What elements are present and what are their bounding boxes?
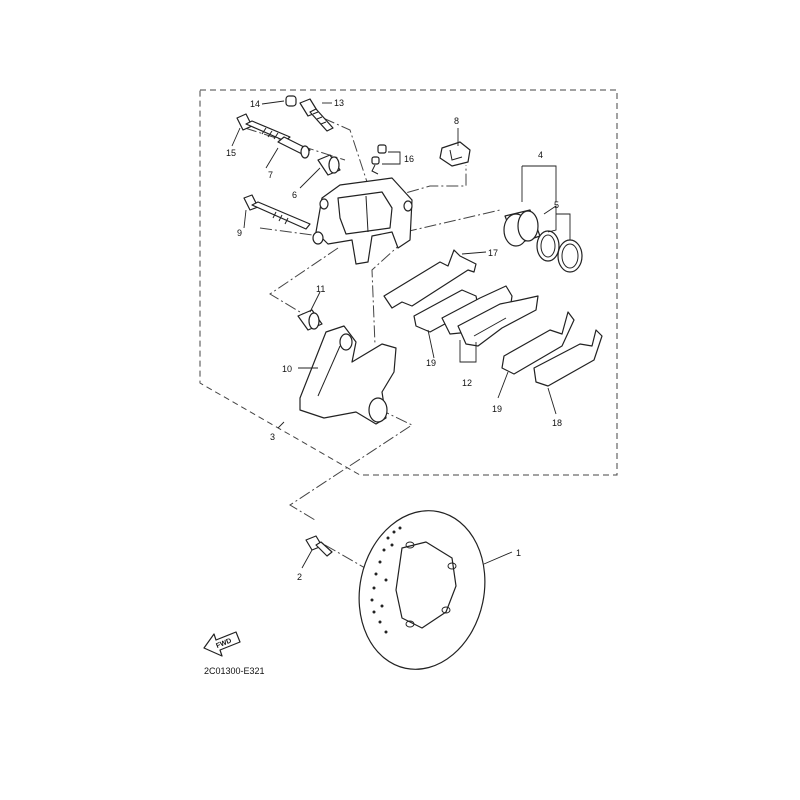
part-10-caliper-bracket	[299, 325, 397, 425]
callout-19-left: 19	[426, 358, 436, 368]
callout-13: 13	[334, 98, 344, 108]
disc-vent-holes	[370, 526, 402, 634]
part-15-bolt	[236, 113, 291, 142]
part-16-bleed-valve	[371, 144, 387, 175]
part-2-bolt	[305, 535, 333, 557]
part-1-brake-disc	[358, 510, 486, 670]
callout-1: 1	[516, 548, 521, 558]
part-19-pad-right	[501, 311, 575, 375]
callout-2: 2	[297, 572, 302, 582]
part-14-cap	[285, 95, 297, 107]
part-12-pad-set	[441, 285, 539, 347]
part-11-sleeve	[297, 309, 323, 331]
callout-18: 18	[552, 418, 562, 428]
callout-11: 11	[316, 284, 325, 294]
part-5-seals	[536, 230, 583, 273]
caliper-assembly-boundary	[199, 89, 618, 476]
part-7-slide-pin	[277, 136, 311, 159]
callout-5: 5	[554, 200, 559, 210]
callout-6: 6	[292, 190, 297, 200]
callout-16: 16	[404, 154, 414, 164]
diagram-code: 2C01300-E321	[204, 666, 265, 676]
callout-7: 7	[268, 170, 273, 180]
callout-14: 14	[250, 99, 260, 109]
callout-17: 17	[488, 248, 498, 258]
callout-12: 12	[462, 378, 472, 388]
callout-8: 8	[454, 116, 459, 126]
leader-lines	[231, 100, 571, 569]
part-9-bolt	[243, 194, 311, 230]
callout-3: 3	[270, 432, 275, 442]
callout-4: 4	[538, 150, 543, 160]
alignment-lines	[244, 109, 501, 573]
part-4-piston	[503, 209, 541, 247]
callout-19-right: 19	[492, 404, 502, 414]
part-18-shim	[533, 329, 603, 387]
callout-9: 9	[237, 228, 242, 238]
caliper-body	[312, 177, 413, 265]
part-6-boot	[317, 154, 341, 176]
part-8-pad-spring	[439, 141, 471, 167]
callout-15: 15	[226, 148, 236, 158]
part-17-shim	[383, 249, 477, 309]
part-13-bleed-screw	[299, 98, 334, 132]
fwd-arrow-icon: FWD	[203, 631, 241, 657]
callout-10: 10	[282, 364, 292, 374]
callout-labels: 1 2 3 4 5 6 7 8 9 10 11 12 13 14 15 16 1…	[226, 98, 562, 582]
